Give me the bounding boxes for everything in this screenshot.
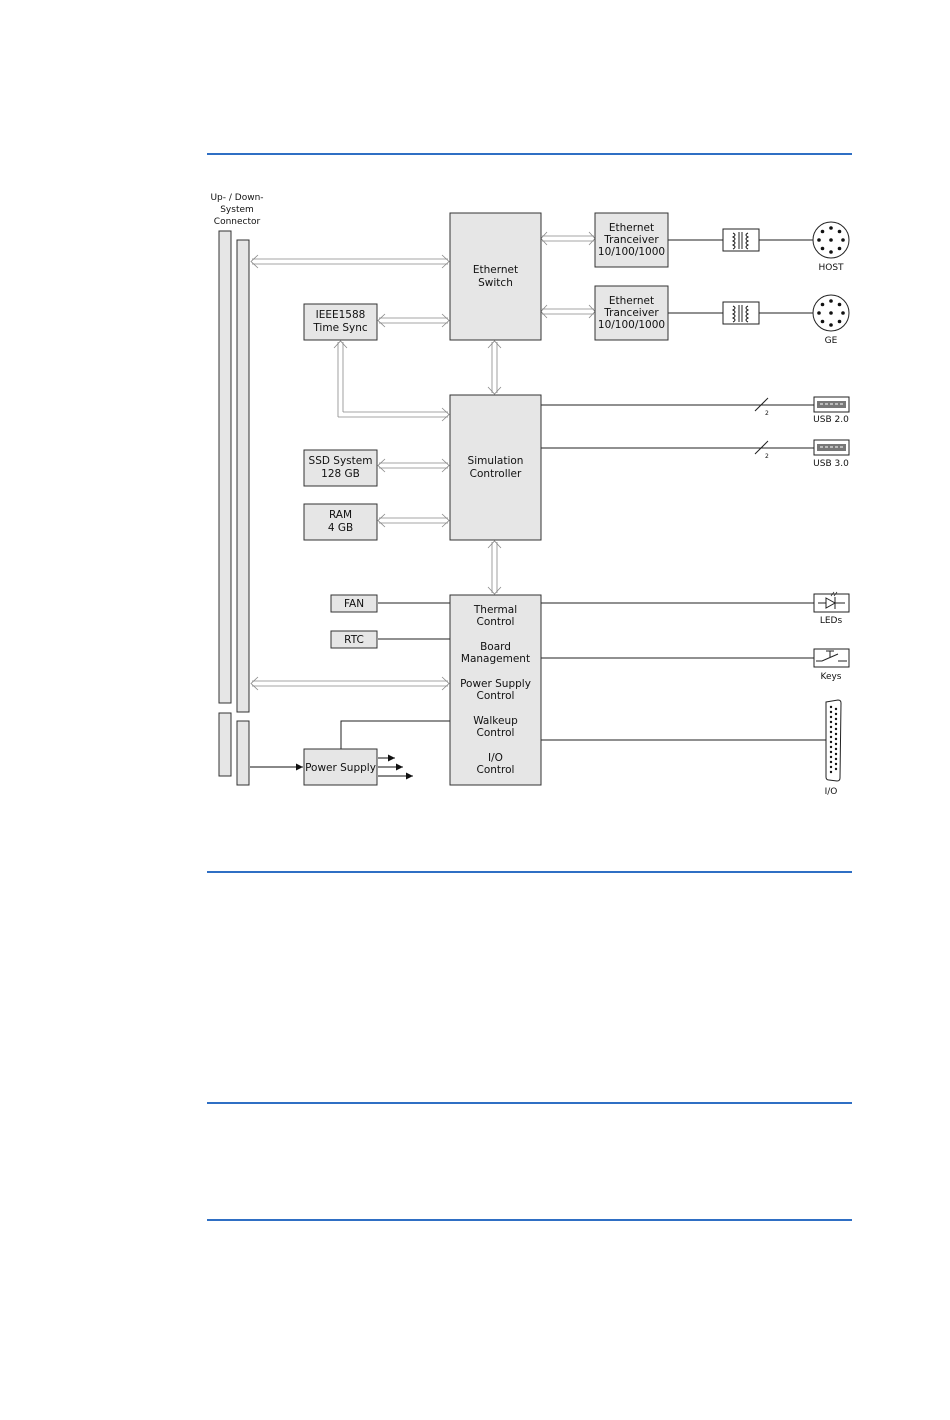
fan-block bbox=[330, 594, 378, 613]
ethernet-switch-label: Switch bbox=[478, 277, 513, 289]
ge-label: GE bbox=[825, 336, 838, 346]
power-supply-control-label: Power Supply bbox=[460, 678, 531, 690]
svg-text:Up- / Down-: Up- / Down- bbox=[210, 193, 263, 203]
ieee1588-label: Time Sync bbox=[312, 322, 368, 334]
ssd-block bbox=[303, 449, 378, 487]
thermal-control-label: Thermal bbox=[473, 604, 517, 616]
fan-label: FAN bbox=[344, 598, 364, 610]
power-supply-control-label: Control bbox=[477, 690, 515, 702]
ram-label: 4 GB bbox=[328, 522, 353, 534]
transceiver-block-2 bbox=[594, 285, 669, 341]
host-label: HOST bbox=[818, 263, 844, 273]
power-supply-block bbox=[303, 748, 378, 786]
ssd-label: SSD System bbox=[309, 455, 373, 467]
section-rule bbox=[207, 1102, 852, 1104]
transceiver-1-label: Ethernet bbox=[609, 222, 654, 234]
keys-label: Keys bbox=[820, 672, 841, 682]
ram-label: RAM bbox=[329, 509, 352, 521]
usb3-connector-icon bbox=[813, 439, 850, 456]
board-management-label: Board bbox=[480, 641, 511, 653]
usb2-label: USB 2.0 bbox=[813, 415, 849, 425]
transceiver-1-label: 10/100/1000 bbox=[598, 246, 665, 258]
ssd-label: 128 GB bbox=[321, 468, 360, 480]
transceiver-2-label: Ethernet bbox=[609, 295, 654, 307]
control-block bbox=[449, 594, 542, 786]
bus-lines bbox=[250, 231, 596, 691]
key-switch-icon bbox=[813, 648, 850, 668]
section-rule bbox=[207, 871, 852, 873]
ethernet-switch-block bbox=[449, 212, 542, 341]
connector-label: Up- / Down- System Connector bbox=[210, 193, 263, 227]
connector-bar-right-lower bbox=[236, 720, 250, 786]
thermal-control-label: Control bbox=[477, 616, 515, 628]
host-connector-icon bbox=[812, 221, 850, 259]
section-rule bbox=[207, 1219, 852, 1221]
transceiver-2-label: 10/100/1000 bbox=[598, 319, 665, 331]
section-rule bbox=[207, 153, 852, 155]
rtc-block bbox=[330, 630, 378, 649]
usb2-bus-width: 2 bbox=[765, 410, 769, 417]
led-icon bbox=[813, 591, 850, 613]
signal-lines bbox=[340, 239, 826, 749]
leds-label: LEDs bbox=[820, 616, 843, 626]
svg-text:System: System bbox=[220, 205, 254, 215]
ge-connector-icon bbox=[812, 294, 850, 332]
transceiver-1-label: Tranceiver bbox=[603, 234, 659, 246]
io-dsub-connector-icon bbox=[825, 699, 842, 782]
walkeup-control-label: Control bbox=[477, 727, 515, 739]
io-control-label: Control bbox=[477, 764, 515, 776]
transceiver-2-label: Tranceiver bbox=[603, 307, 659, 319]
ram-block bbox=[303, 503, 378, 541]
io-label: I/O bbox=[825, 787, 838, 797]
transformer-icon bbox=[722, 228, 760, 252]
ieee1588-label: IEEE1588 bbox=[316, 309, 366, 321]
simulation-controller-block bbox=[449, 394, 542, 541]
io-control-label: I/O bbox=[488, 752, 503, 764]
rtc-label: RTC bbox=[344, 634, 364, 646]
usb3-label: USB 3.0 bbox=[813, 459, 849, 469]
connector-bar-left-upper bbox=[218, 230, 232, 704]
usb2-connector-icon bbox=[813, 396, 850, 413]
usb3-bus-width: 2 bbox=[765, 453, 769, 460]
connector-bar-right-upper bbox=[236, 239, 250, 713]
board-management-label: Management bbox=[461, 653, 530, 665]
ethernet-switch-label: Ethernet bbox=[473, 264, 518, 276]
power-supply-label: Power Supply bbox=[305, 762, 376, 774]
simulation-controller-label: Controller bbox=[470, 468, 522, 480]
svg-text:Connector: Connector bbox=[214, 217, 261, 227]
ieee1588-block bbox=[303, 303, 378, 341]
connector-bar-left-lower bbox=[218, 712, 232, 777]
transceiver-block-1 bbox=[594, 212, 669, 268]
power-arrows bbox=[250, 754, 413, 780]
walkeup-control-label: Walkeup bbox=[473, 715, 518, 727]
simulation-controller-label: Simulation bbox=[468, 455, 524, 467]
transformer-icon bbox=[722, 301, 760, 325]
